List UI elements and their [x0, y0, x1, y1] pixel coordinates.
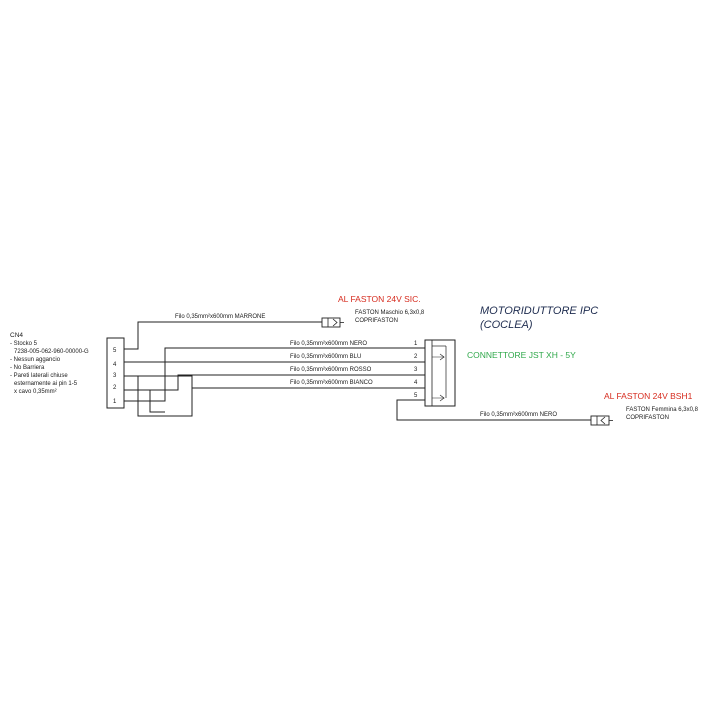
- cn4-pin-5: 5: [113, 348, 117, 354]
- cn4-line-1: - Stocko 5: [10, 341, 38, 347]
- wire-bianco-label: Filo 0,35mm²x600mm BIANCO: [290, 380, 373, 386]
- wire-rosso: [124, 374, 425, 391]
- cn4-pin-2: 2: [113, 385, 117, 391]
- cn4-title: CN4: [10, 332, 23, 339]
- wire-loop-2: [149, 390, 165, 413]
- wire-marrone: [124, 321, 322, 350]
- jst-pin-3: 3: [414, 367, 418, 373]
- faston-bsh-desc-1: FASTON Femmina 6,3x0,8: [626, 407, 699, 413]
- cn4-connector: [106, 337, 125, 409]
- cn4-line-3: - Nessun aggancio: [10, 357, 61, 363]
- jst-connector: [424, 339, 456, 407]
- jst-pin-4: 4: [414, 380, 418, 386]
- faston-sic-desc-1: FASTON Maschio 6,3x0,8: [355, 310, 425, 316]
- wire-nero: [124, 347, 425, 363]
- cn4-line-7: x cavo 0,35mm²: [14, 389, 57, 395]
- wire-blu-label: Filo 0,35mm²x600mm BLU: [290, 354, 361, 360]
- cn4-line-5: - Pareti laterali chiuse: [10, 373, 68, 379]
- wire-loop: [137, 376, 193, 417]
- cn4-pin-4: 4: [113, 362, 117, 368]
- cn4-line-2: 7238-005-062-960-00000-G: [14, 349, 89, 355]
- cn4-line-6: esternamente ai pin 1-5: [14, 381, 78, 387]
- faston-sic-icon: [321, 317, 344, 328]
- jst-pin-2: 2: [414, 354, 418, 360]
- wire-bianco: [124, 375, 425, 389]
- wire-marrone-label: Filo 0,35mm²x600mm MARRONE: [175, 314, 265, 320]
- cn4-line-4: - No Barriera: [10, 365, 45, 371]
- faston-bsh-desc-2: COPRIFASTON: [626, 415, 669, 421]
- wire-nero-bsh: [396, 399, 591, 421]
- cn4-pin-1: 1: [113, 399, 117, 405]
- jst-label: CONNETTORE JST XH - 5Y: [467, 350, 576, 360]
- motor-title-1: MOTORIDUTTORE IPC: [480, 305, 598, 317]
- faston-sic-desc-2: COPRIFASTON: [355, 318, 398, 324]
- cn4-pin-3: 3: [113, 373, 117, 379]
- wire-nero-label: Filo 0,35mm²x600mm NERO: [290, 341, 367, 347]
- wire-nero-bsh-label: Filo 0,35mm²x600mm NERO: [480, 412, 557, 418]
- faston-bsh-icon: [590, 415, 613, 426]
- faston-sic-label: AL FASTON 24V SIC.: [338, 294, 421, 304]
- wire-blu: [124, 361, 425, 402]
- wire-rosso-label: Filo 0,35mm²x600mm ROSSO: [290, 367, 372, 373]
- jst-pin-5: 5: [414, 393, 418, 399]
- jst-pin-1: 1: [414, 341, 418, 347]
- motor-title-2: (COCLEA): [480, 319, 533, 331]
- faston-bsh-label: AL FASTON 24V BSH1: [604, 391, 693, 401]
